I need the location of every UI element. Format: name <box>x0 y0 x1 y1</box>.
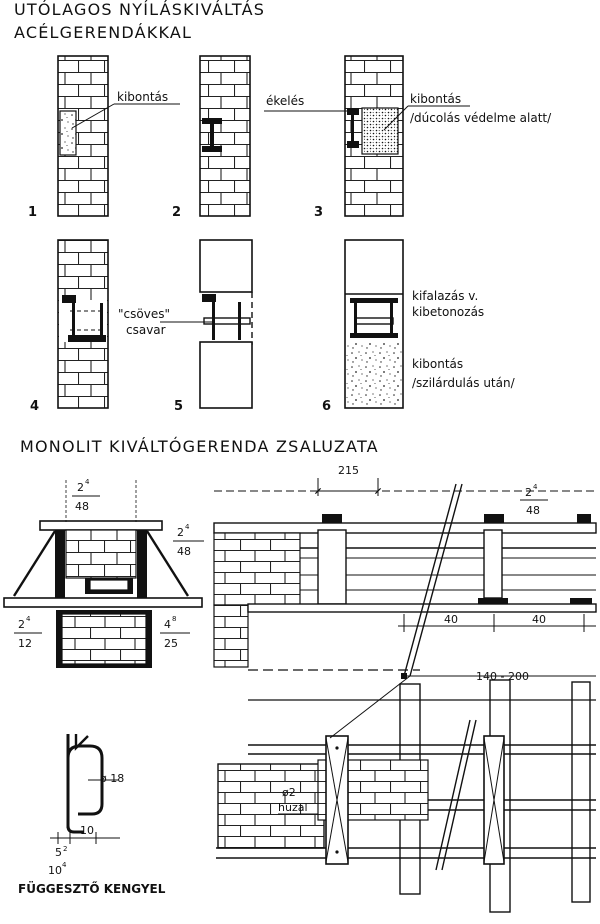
step-3-label-ekeles: ékelés <box>266 94 304 108</box>
elevation-dim-40a: 40 <box>444 613 458 626</box>
hanger-dim-10: 10 <box>80 824 94 837</box>
step-6-opening-area <box>346 342 402 407</box>
elevation-post-1 <box>317 529 347 605</box>
hanger-stirrup-shape <box>66 734 84 834</box>
title-line-1: UTÓLAGOS NYÍLÁSKIVÁLTÁS <box>14 0 265 19</box>
elevation-dim-span: 140 - 200 <box>476 670 529 683</box>
section-dim-right-main: 2 <box>177 526 184 539</box>
step-1-opening-area <box>59 110 77 156</box>
step-2-wall <box>199 55 251 217</box>
step-3-diagram: ékelés kibontás /dúcolás védelme alatt/ … <box>264 55 552 220</box>
svg-text:4: 4 <box>533 483 538 491</box>
svg-text:4: 4 <box>62 861 67 869</box>
step-3-label-ducolas: /dúcolás védelme alatt/ <box>410 111 552 125</box>
step-5-tube-bolt <box>203 317 251 325</box>
step-6-label-szilardulas: /szilárdulás után/ <box>412 376 516 390</box>
svg-text:4: 4 <box>26 615 31 623</box>
step-2-steel-beam <box>202 146 222 152</box>
step-6-steel-beam <box>350 333 398 338</box>
plan-brick-wall <box>217 763 325 849</box>
svg-text:8: 8 <box>172 615 176 623</box>
section-dim-low-den: 25 <box>164 637 178 650</box>
section-dim-right-den: 48 <box>177 545 191 558</box>
step-4-diagram: 4 <box>30 239 109 414</box>
plan-wire-label: huzal <box>278 801 308 814</box>
title-line-2: ACÉLGERENDÁKKAL <box>14 23 192 42</box>
svg-text:2: 2 <box>63 845 67 853</box>
step-4-steel-beam <box>68 335 106 342</box>
formwork-elevation: 215 2 4 48 40 40 <box>213 464 597 683</box>
section-lower-beam <box>61 613 147 665</box>
step-1-leader <box>71 103 115 129</box>
elevation-break-line <box>403 483 457 677</box>
section-dim-top-main: 2 <box>77 481 84 494</box>
step-5-label-csavar: csavar <box>126 323 166 337</box>
step-6-label-kifalazas: kifalazás v. <box>412 289 478 303</box>
hanger-diameter: ø 18 <box>100 772 124 785</box>
step-5-diagram: "csöves" csavar 5 <box>118 239 253 414</box>
section-top-board <box>39 520 163 531</box>
monolit-heading: MONOLIT KIVÁLTÓGERENDA ZSALUZATA <box>20 437 379 456</box>
formwork-cross-section: 2 4 48 2 4 48 2 4 12 4 8 25 <box>3 478 204 668</box>
formwork-plan-view: ø2 huzal <box>216 675 596 913</box>
elevation-top-strip <box>213 522 597 534</box>
elevation-dim-top-main: 2 <box>525 486 532 499</box>
step-5-wall <box>199 341 253 409</box>
svg-text:4: 4 <box>85 478 90 486</box>
step-2-diagram: 2 <box>172 55 251 220</box>
section-dim-left-main: 2 <box>18 618 25 631</box>
hanger-caption: FÜGGESZTŐ KENGYEL <box>18 881 166 896</box>
elevation-dim-top-den: 48 <box>526 504 540 517</box>
step-1-label-kibontas: kibontás <box>117 90 168 104</box>
hanger-dim-5: 5 <box>55 846 62 859</box>
step-number-5: 5 <box>174 399 183 414</box>
step-number-6: 6 <box>322 399 331 414</box>
elevation-post-2 <box>483 529 503 599</box>
section-right-brace <box>145 530 190 597</box>
plan-wire-diameter: ø2 <box>282 786 296 799</box>
section-dim-low-main: 4 <box>164 618 171 631</box>
step-number-4: 4 <box>30 399 39 414</box>
section-brick-wall <box>65 529 137 579</box>
step-number-3: 3 <box>314 205 323 220</box>
section-bottom-plank <box>3 597 203 608</box>
section-dim-left-den: 12 <box>18 637 32 650</box>
elevation-dim-40b: 40 <box>532 613 546 626</box>
step-number-1: 1 <box>28 205 37 220</box>
elevation-dim-215: 215 <box>338 464 359 477</box>
svg-text:4: 4 <box>185 523 190 531</box>
step-3-steel-beam <box>347 141 359 148</box>
step-5-label-csoves: "csöves" <box>118 307 170 321</box>
hanger-dim-10-4: 10 <box>48 864 62 877</box>
step-1-diagram: kibontás 1 <box>28 55 180 220</box>
step-6-label-kibetonozas: kibetonozás <box>412 305 484 319</box>
step-number-2: 2 <box>172 205 181 220</box>
elevation-brick-wall <box>213 532 301 606</box>
section-dim-top-den: 48 <box>75 500 89 513</box>
step-3-opening-area <box>361 107 399 155</box>
step-3-label-kibontas: kibontás <box>410 92 461 106</box>
hanger-stirrup-detail: ø 18 10 5 2 10 4 FÜGGESZTŐ KENGYEL <box>18 734 166 896</box>
step-6-diagram: kifalazás v. kibetonozás kibontás /szilá… <box>322 239 516 414</box>
step-6-label-kibontas: kibontás <box>412 357 463 371</box>
section-left-brace <box>12 530 57 597</box>
